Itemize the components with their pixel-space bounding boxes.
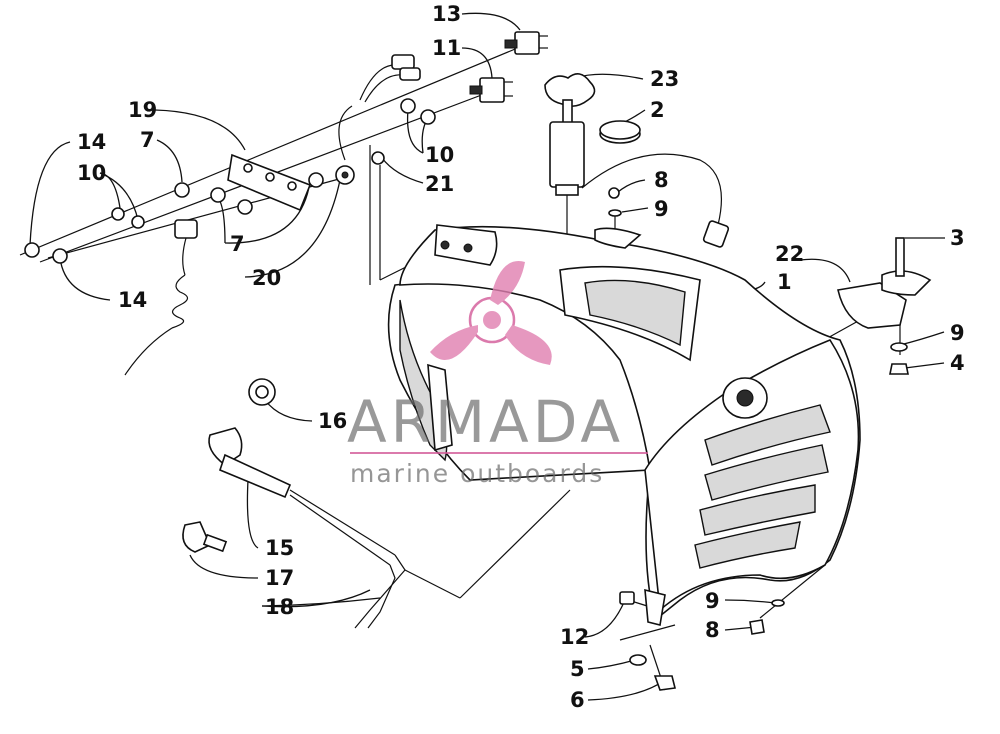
callout-14: 14 bbox=[77, 130, 106, 154]
callout-labels: 13 11 23 2 19 7 14 10 10 21 8 9 3 22 1 9… bbox=[77, 2, 965, 712]
watermark: ARMADA marine outboards bbox=[347, 261, 648, 488]
watermark-brand: ARMADA bbox=[347, 388, 624, 456]
callout-9: 9 bbox=[705, 589, 720, 613]
callout-9: 9 bbox=[654, 197, 669, 221]
callout-15: 15 bbox=[265, 536, 294, 560]
toggle-switch-13 bbox=[504, 31, 548, 55]
callout-16: 16 bbox=[318, 409, 347, 433]
callout-7: 7 bbox=[230, 232, 245, 256]
callout-10: 10 bbox=[77, 161, 106, 185]
sensor-cable bbox=[581, 153, 730, 248]
lever-17 bbox=[182, 521, 228, 553]
callout-6: 6 bbox=[570, 688, 585, 712]
bracket-22 bbox=[837, 237, 932, 375]
callout-8: 8 bbox=[705, 618, 720, 642]
key-switch-20 bbox=[124, 105, 355, 376]
callout-7: 7 bbox=[140, 128, 155, 152]
wire-connector bbox=[359, 54, 421, 103]
callout-23: 23 bbox=[650, 67, 679, 91]
hood-housing bbox=[387, 224, 861, 626]
callout-21: 21 bbox=[425, 172, 454, 196]
nuts-washers bbox=[24, 98, 622, 264]
callout-1: 1 bbox=[777, 270, 792, 294]
throttle-cable-15 bbox=[208, 378, 406, 629]
watermark-tagline: marine outboards bbox=[350, 459, 604, 488]
callout-19: 19 bbox=[128, 98, 157, 122]
callout-5: 5 bbox=[570, 657, 585, 681]
callout-20: 20 bbox=[252, 266, 281, 290]
callout-3: 3 bbox=[950, 226, 965, 250]
callout-14: 14 bbox=[118, 288, 147, 312]
callout-17: 17 bbox=[265, 566, 294, 590]
callout-11: 11 bbox=[432, 36, 461, 60]
clamp-2 bbox=[599, 120, 641, 144]
callout-2: 2 bbox=[650, 98, 665, 122]
knob-23 bbox=[544, 73, 596, 196]
callout-9: 9 bbox=[950, 321, 965, 345]
callout-10: 10 bbox=[425, 143, 454, 167]
propeller-logo-icon bbox=[430, 261, 552, 365]
callout-4: 4 bbox=[950, 351, 965, 375]
callout-13: 13 bbox=[432, 2, 461, 26]
callout-8: 8 bbox=[654, 168, 669, 192]
callout-18: 18 bbox=[265, 595, 294, 619]
bottom-fasteners bbox=[619, 591, 785, 691]
callout-22: 22 bbox=[775, 242, 804, 266]
callout-12: 12 bbox=[560, 625, 589, 649]
toggle-switch-11 bbox=[469, 77, 513, 103]
label-plate-19 bbox=[227, 153, 312, 212]
